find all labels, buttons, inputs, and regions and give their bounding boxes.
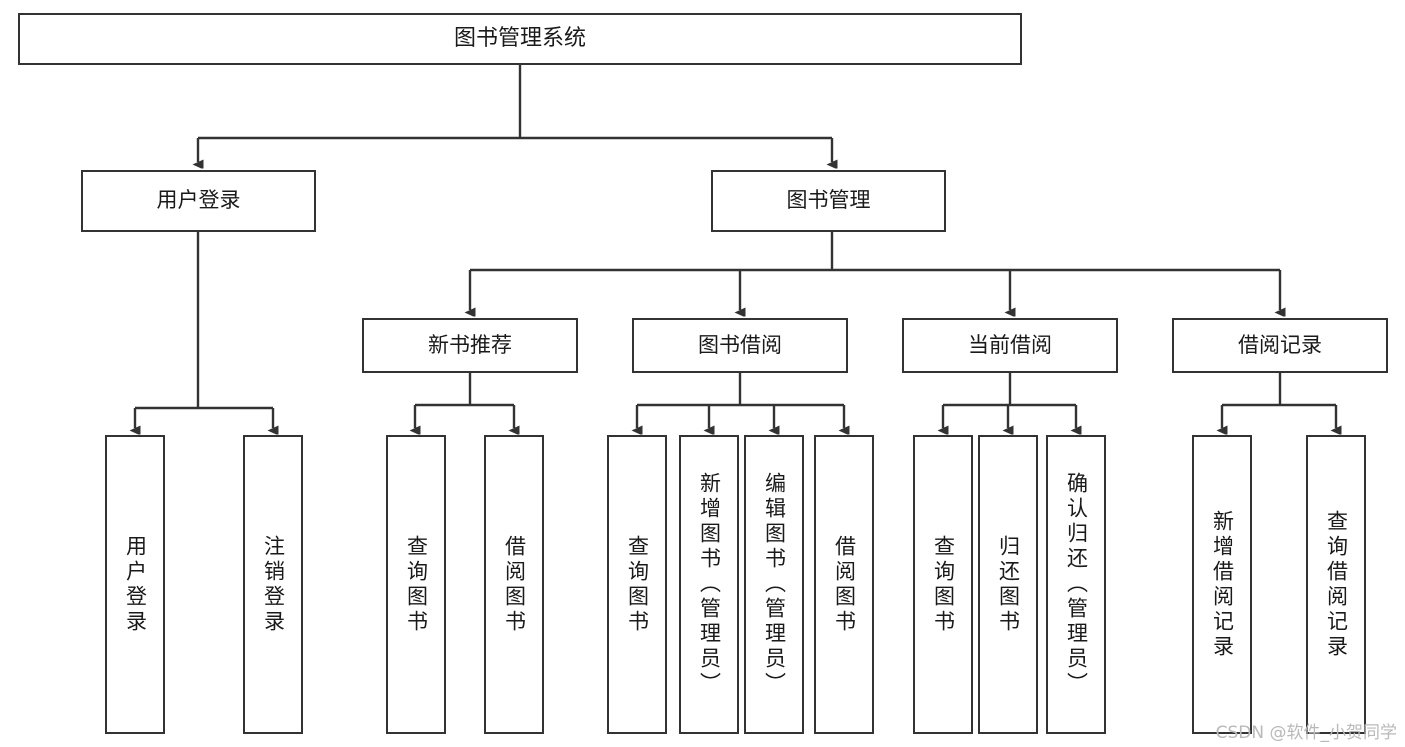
leaf-book-borrow-borrow-book[interactable]: 借阅图书: [814, 435, 874, 734]
leaf-new-book-query-book[interactable]: 查询图书: [386, 435, 446, 734]
node-label: 借阅图书: [832, 534, 857, 635]
node-label: 新增借阅记录: [1210, 509, 1235, 660]
node-book-management[interactable]: 图书管理: [711, 170, 946, 232]
leaf-book-borrow-query-book[interactable]: 查询图书: [607, 435, 667, 734]
node-label: 用户登录: [123, 534, 148, 635]
node-current-borrow[interactable]: 当前借阅: [902, 318, 1118, 373]
leaf-borrow-record-add-record[interactable]: 新增借阅记录: [1192, 435, 1252, 734]
node-root-book-management-system[interactable]: 图书管理系统: [18, 13, 1022, 65]
node-label: 新增图书（管理员）: [697, 472, 722, 697]
leaf-current-borrow-query-book[interactable]: 查询图书: [913, 435, 973, 734]
node-label: 查询图书: [404, 534, 429, 635]
node-book-borrow[interactable]: 图书借阅: [632, 318, 848, 373]
node-label: 当前借阅: [968, 332, 1052, 357]
node-label: 借阅图书: [502, 534, 527, 635]
leaf-book-borrow-add-book-admin[interactable]: 新增图书（管理员）: [679, 435, 739, 734]
watermark-text: CSDN @软件_小贺同学: [1215, 723, 1397, 743]
leaf-book-borrow-edit-book-admin[interactable]: 编辑图书（管理员）: [744, 435, 804, 734]
node-label: 图书借阅: [698, 332, 782, 357]
node-label: 确认归还（管理员）: [1064, 472, 1089, 697]
leaf-current-borrow-return-book[interactable]: 归还图书: [978, 435, 1038, 734]
node-label: 用户登录: [156, 188, 241, 213]
node-label: 图书管理系统: [453, 25, 586, 51]
leaf-new-book-borrow-book[interactable]: 借阅图书: [484, 435, 544, 734]
node-borrow-record[interactable]: 借阅记录: [1172, 318, 1388, 373]
leaf-current-borrow-confirm-return-admin[interactable]: 确认归还（管理员）: [1046, 435, 1106, 734]
leaf-borrow-record-query-record[interactable]: 查询借阅记录: [1306, 435, 1366, 734]
node-label: 查询借阅记录: [1324, 509, 1349, 660]
leaf-user-login-logout[interactable]: 注销登录: [243, 435, 303, 734]
node-label: 注销登录: [261, 534, 286, 635]
node-label: 查询图书: [625, 534, 650, 635]
node-label: 归还图书: [996, 534, 1021, 635]
node-label: 查询图书: [931, 534, 956, 635]
node-new-book-recommend[interactable]: 新书推荐: [362, 318, 578, 373]
node-label: 图书管理: [786, 188, 871, 213]
node-label: 新书推荐: [428, 332, 512, 357]
leaf-user-login-login[interactable]: 用户登录: [105, 435, 165, 734]
node-label: 编辑图书（管理员）: [762, 472, 787, 697]
node-user-login[interactable]: 用户登录: [81, 170, 316, 232]
node-label: 借阅记录: [1238, 332, 1322, 357]
